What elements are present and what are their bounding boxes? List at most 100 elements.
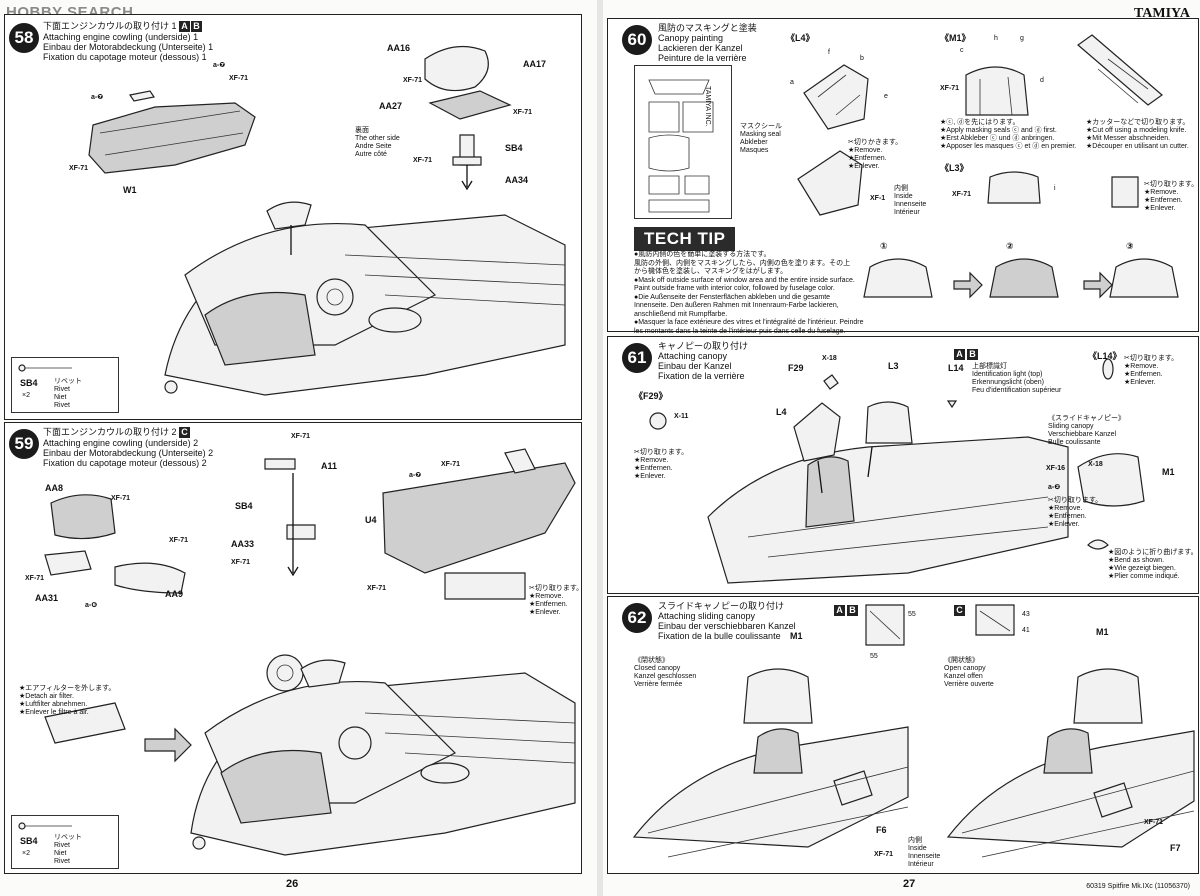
l14-remove-note: ✂切り取ります。★Remove. ★Entfernen.★Enlever. — [1124, 355, 1179, 386]
decal-a6: a-❻ — [85, 602, 98, 609]
letter-i: i — [1054, 185, 1056, 192]
product-footer: 60319 Spitfire Mk.IXc (11056370) — [1086, 883, 1190, 890]
canopy-l3: 《L3》 — [940, 163, 969, 173]
title-jp: 下面エンジンカウルの取り付け 1 — [43, 21, 177, 31]
part-aa27: AA27 — [379, 101, 403, 111]
step-61-title: キャノピーの取り付け Attaching canopy Einbau der K… — [658, 341, 749, 381]
paint-xf71: XF-71 — [874, 851, 894, 858]
cowling-assembly-drawing — [44, 448, 576, 856]
part-m1: M1 — [1096, 627, 1109, 637]
paint-xf71: XF-71 — [413, 157, 433, 164]
air-filter-note: ★エアフィルターを外します。★Detach air filter. ★Luftf… — [19, 685, 116, 716]
page-number-right: 27 — [903, 878, 916, 890]
bend-note: ★図のように折り曲げます。★Bend as shown. ★Wie gezeig… — [1108, 549, 1198, 580]
paint-xf71: XF-71 — [441, 461, 461, 468]
rivet-sb4: SB4 — [20, 378, 38, 388]
l14-detail-label: 《L14》 — [1088, 351, 1122, 361]
part-m1: M1 — [1162, 467, 1175, 477]
letter-f: f — [828, 49, 830, 56]
remove2-note: ✂切り取ります。★Remove. ★Entfernen.★Enlever. — [1144, 181, 1199, 212]
part-aa34: AA34 — [505, 175, 529, 185]
paint-xf71: XF-71 — [111, 495, 131, 502]
letter-c: c — [960, 47, 964, 54]
part-sb4: SB4 — [505, 143, 523, 153]
f29-detail-label: 《F29》 — [634, 391, 668, 401]
part-u4: U4 — [365, 515, 377, 525]
tech-step-2: ② — [1006, 241, 1014, 251]
remove-note: ✂切りかきます。★Remove. ★Entfernen.★Enlever. — [848, 139, 903, 170]
canopy-m1: 《M1》 — [940, 33, 971, 43]
remove-note: ✂切り取ります。★Remove. ★Entfernen.★Enlever. — [529, 585, 584, 616]
page-right: TAMIYA 60 風防のマスキングと塗装 Canopy painting La… — [603, 0, 1200, 896]
paint-xf71: XF-71 — [25, 575, 45, 582]
paint-xf71: XF-71 — [403, 77, 423, 84]
paint-xf71: XF-71 — [1144, 819, 1164, 826]
letter-g: g — [1020, 35, 1024, 42]
part-aa17: AA17 — [523, 59, 547, 69]
letter-e: e — [884, 93, 888, 100]
cowling-panel-drawing — [88, 45, 566, 396]
paint-xf1: XF-1 — [870, 195, 886, 202]
step-number: 61 — [622, 343, 652, 373]
part-l14: L14 — [948, 363, 964, 373]
step-number: 59 — [9, 429, 39, 459]
part-l4: L4 — [776, 407, 787, 417]
part-aa33: AA33 — [231, 539, 255, 549]
paint-xf71: XF-71 — [940, 85, 960, 92]
paint-xf71: XF-71 — [367, 585, 387, 592]
canopy-l4: 《L4》 — [786, 33, 815, 43]
paint-xf71: XF-71 — [169, 537, 189, 544]
badge-b: B — [191, 21, 203, 32]
step-59-title: 下面エンジンカウルの取り付け 2 C Attaching engine cowl… — [43, 427, 214, 468]
part-f7: F7 — [1170, 843, 1181, 853]
tech-step-1: ① — [880, 241, 888, 251]
part-w1: W1 — [123, 185, 137, 195]
tech-tip-banner: TECH TIP — [634, 227, 736, 251]
title-en: Attaching engine cowling (underside) 1 — [43, 32, 199, 42]
sliding-remove-note: ✂切り取ります。★Remove. ★Entfernen.★Enlever. — [1048, 497, 1103, 528]
letter-d: d — [1040, 77, 1044, 84]
step-59-panel: 59 下面エンジンカウルの取り付け 2 C Attaching engine c… — [4, 422, 584, 874]
letter-a: a — [790, 79, 794, 86]
callout-43: 43 — [1022, 611, 1030, 618]
step-number: 58 — [9, 23, 39, 53]
apply-first-note: ★ⓒ, ⓓを先にはります。★Apply masking seals ⓒ and … — [940, 119, 1077, 150]
paint-x11: X-11 — [674, 413, 689, 420]
canopy-fuselage-drawing — [649, 358, 1145, 584]
paint-xf71: XF-71 — [69, 165, 89, 172]
paint-x18: X-18 — [1088, 461, 1103, 468]
decal-a7: a-❼ — [213, 62, 226, 69]
paint-xf71: XF-71 — [231, 559, 251, 566]
part-l3: L3 — [888, 361, 899, 371]
badge-b: B — [847, 605, 858, 616]
canopy-drawings — [797, 34, 1179, 299]
letter-h: h — [994, 35, 998, 42]
page-spine — [597, 0, 603, 896]
paint-xf16: XF-16 — [1046, 465, 1066, 472]
tech-step-3: ③ — [1126, 241, 1134, 251]
rivet-qty: ×2 — [22, 850, 30, 857]
badge-b: B — [967, 349, 978, 360]
step-number: 60 — [622, 25, 652, 55]
paint-x18: X-18 — [822, 355, 837, 362]
mask-sheet: TAMIYA INC. — [634, 65, 732, 219]
step-60-title: 風防のマスキングと塗装 Canopy painting Lackieren de… — [658, 23, 757, 63]
part-m1: M1 — [790, 631, 803, 641]
tech-tip-text: ●風防内側の色を簡単に塗装する方法です。風防の外側、内側をマスキングしたら、内側… — [634, 251, 864, 335]
step-62-title: スライドキャノピーの取り付け Attaching sliding canopy … — [658, 601, 796, 641]
step-number: 62 — [622, 603, 652, 633]
badge-c: C — [179, 427, 191, 438]
part-f6: F6 — [876, 825, 887, 835]
step-62-panel: 62 スライドキャノピーの取り付け Attaching sliding cano… — [607, 596, 1199, 874]
callout-55: 55 — [870, 653, 878, 660]
